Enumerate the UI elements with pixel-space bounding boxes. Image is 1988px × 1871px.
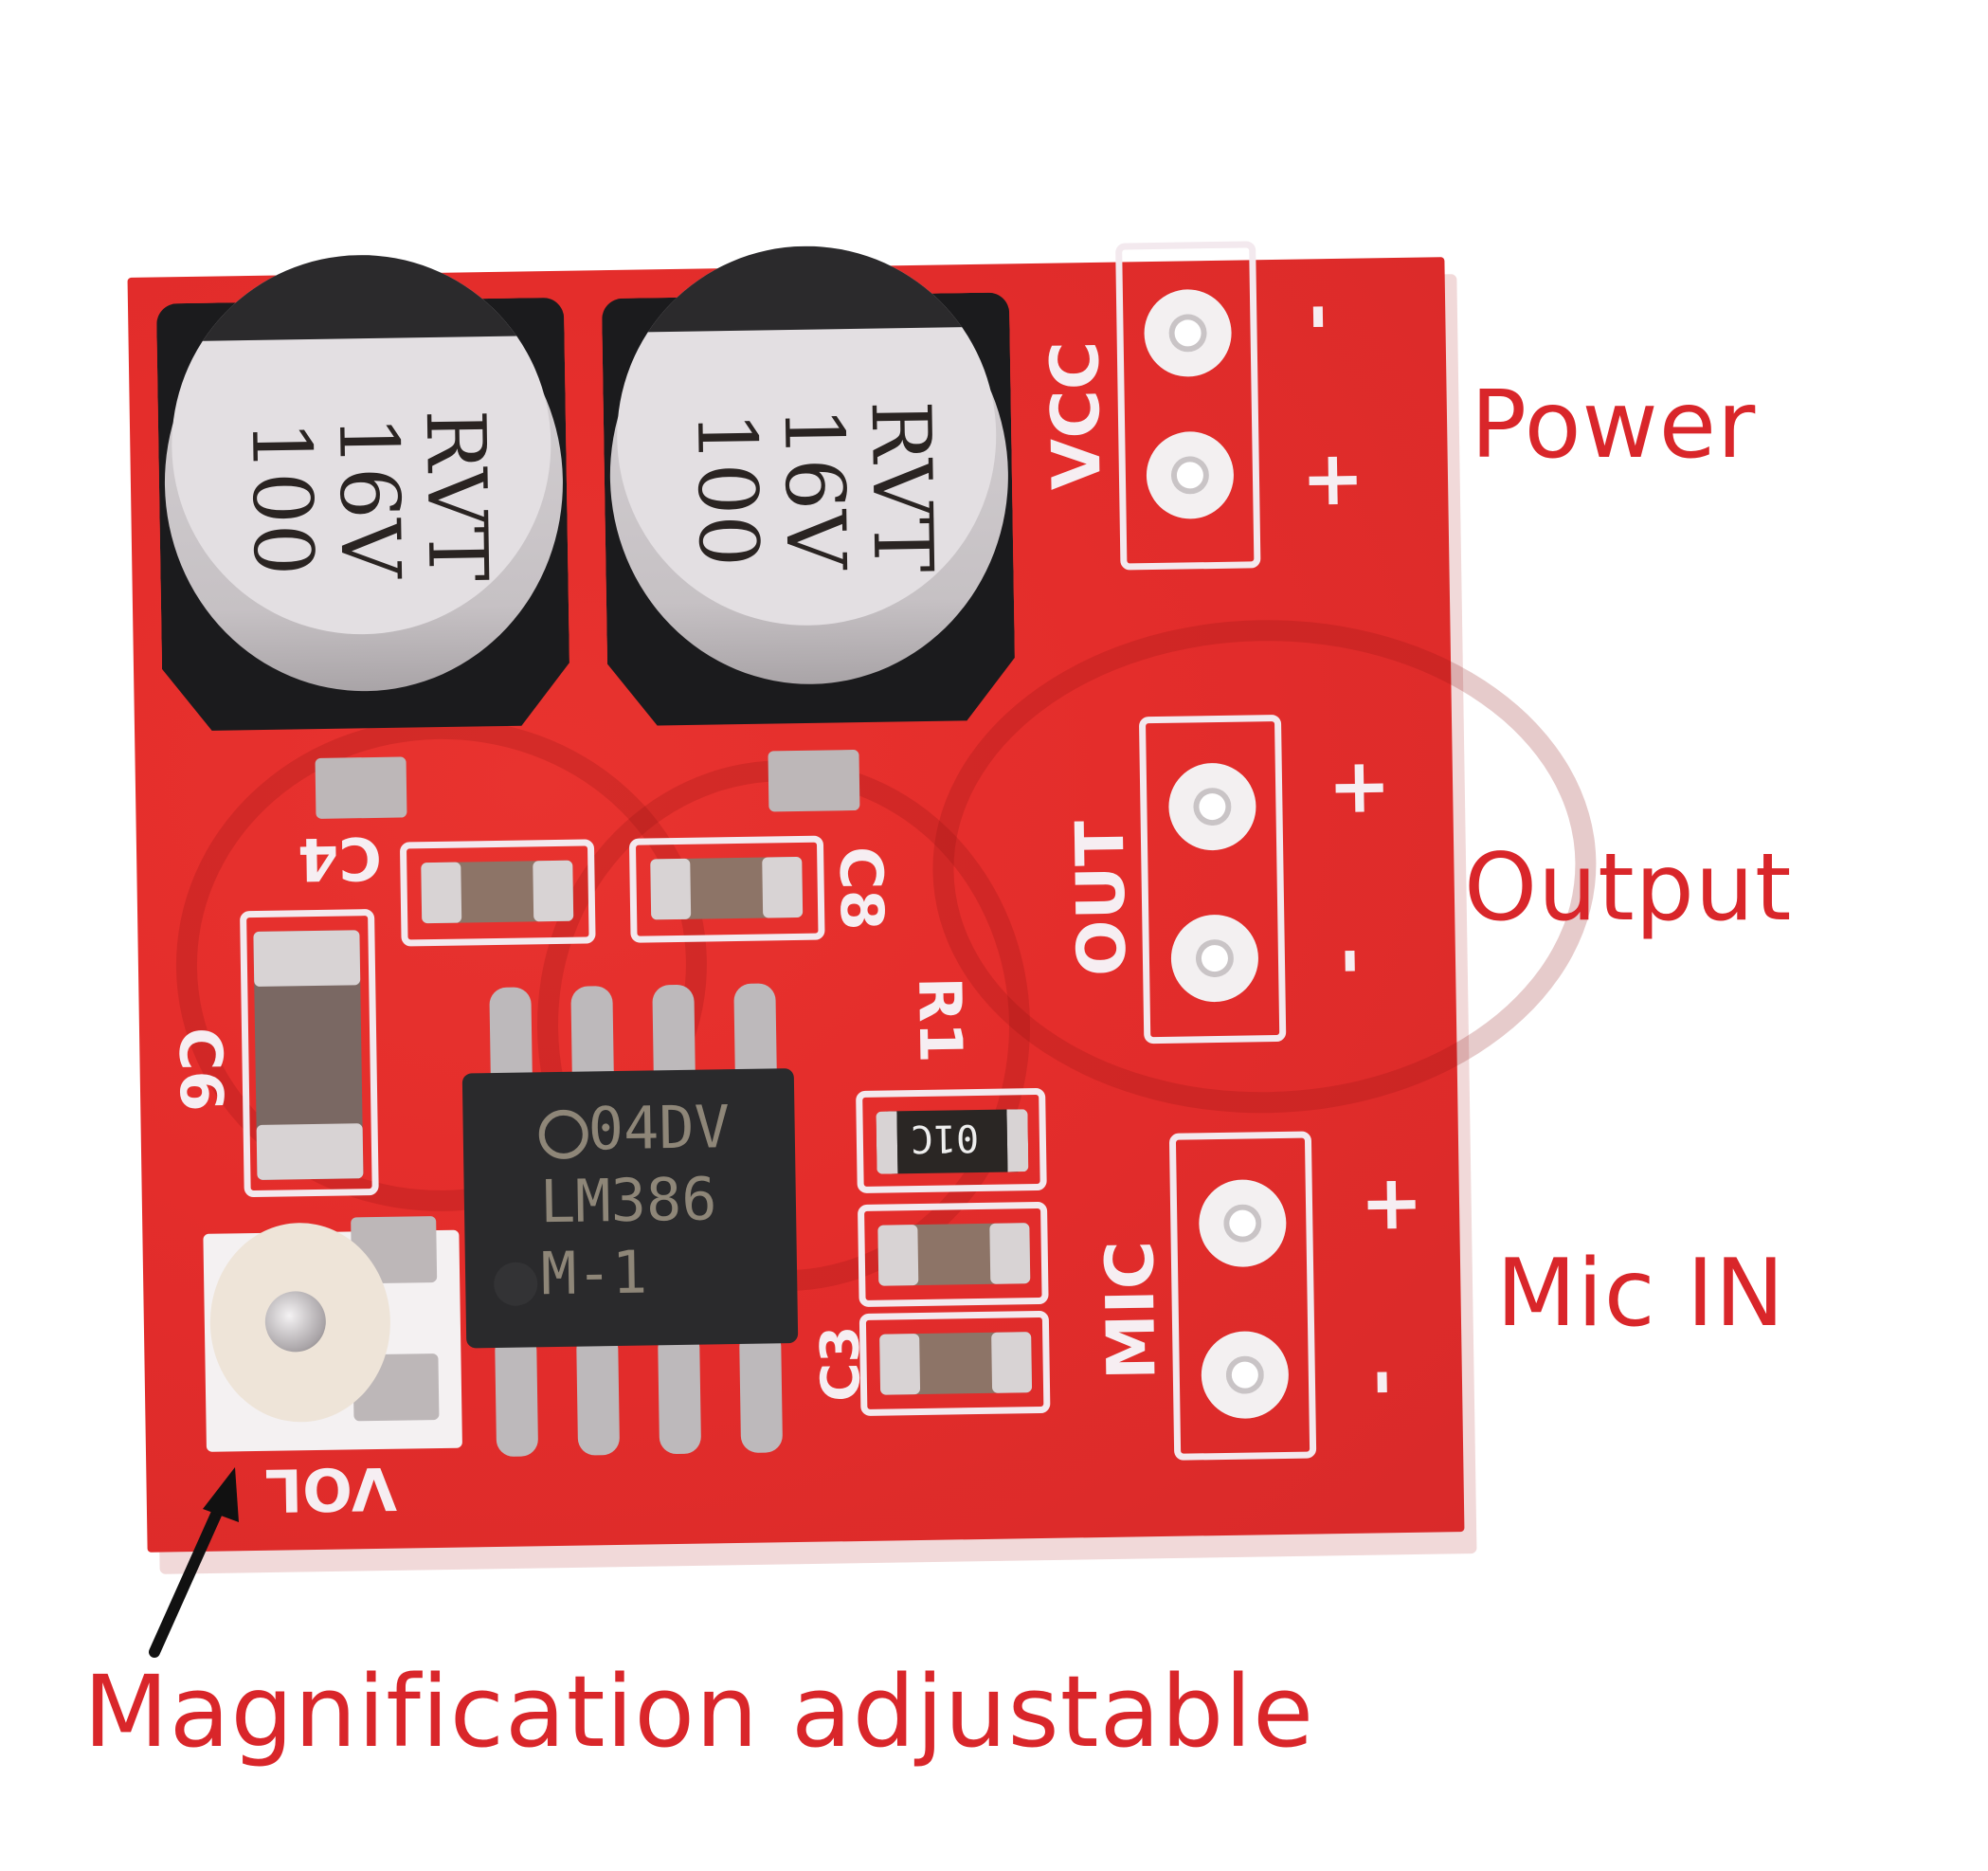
power-label: Power — [1471, 372, 1757, 480]
magnification-label: Magnification adjustable — [83, 1654, 1315, 1770]
output-label: Output — [1464, 834, 1793, 942]
mic-in-label: Mic IN — [1496, 1240, 1786, 1348]
